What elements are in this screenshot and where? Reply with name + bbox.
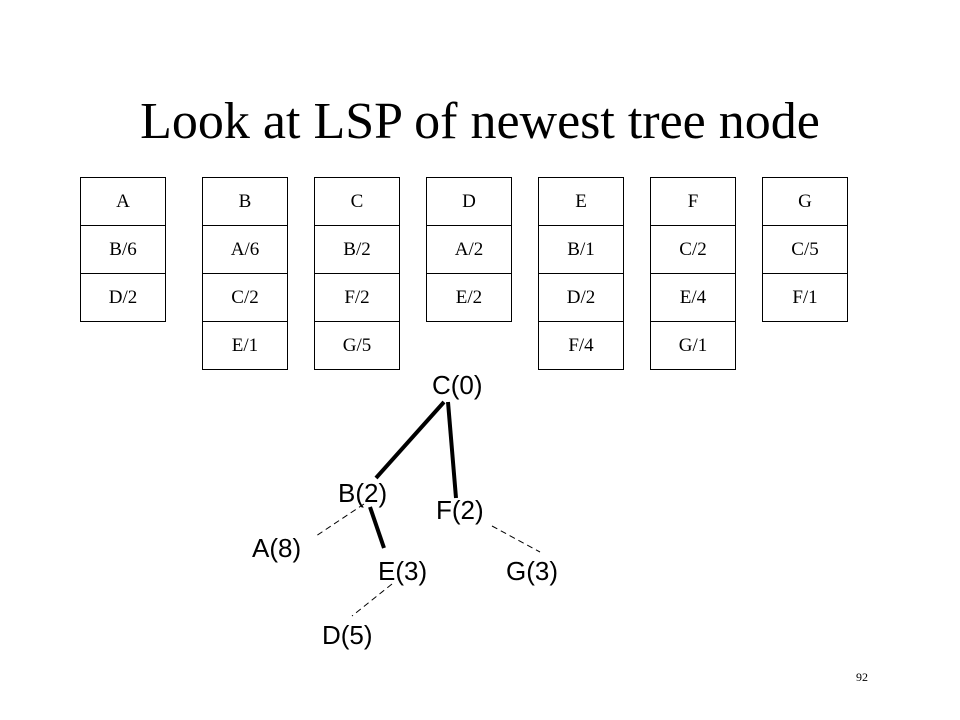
lsp-router-name: D bbox=[427, 178, 511, 226]
lsp-entry: G/5 bbox=[342, 335, 372, 356]
lsp-entry: A/6 bbox=[203, 226, 287, 274]
lsp-entry: E/1 bbox=[231, 335, 259, 356]
tree-node-d: D(5) bbox=[322, 620, 373, 650]
lsp-entry: E/2 bbox=[455, 287, 483, 308]
lsp-entry: G/1 bbox=[678, 335, 708, 356]
tree-node-e: E(3) bbox=[378, 556, 428, 586]
lsp-router-name: C bbox=[315, 178, 399, 226]
lsp-entry: B/6 bbox=[81, 226, 165, 274]
lsp-entry: F/4 bbox=[568, 335, 594, 356]
tree-node-f: F(2) bbox=[436, 495, 484, 525]
tree-edge-c-f bbox=[446, 401, 458, 499]
lsp-entry: F/1 bbox=[792, 287, 818, 308]
tree-node-g: G(3) bbox=[506, 556, 558, 586]
lsp-entry: B/2 bbox=[315, 226, 399, 274]
slide-title: Look at LSP of newest tree node bbox=[140, 93, 820, 150]
tree-node-b: B(2) bbox=[338, 478, 388, 508]
lsp-entry: D/2 bbox=[108, 287, 138, 308]
lsp-router-name: E bbox=[539, 178, 623, 226]
tree-edge-c-b bbox=[374, 400, 446, 480]
lsp-entry: D/2 bbox=[539, 274, 623, 322]
tree-edge-b-e bbox=[368, 506, 386, 549]
tree-edge-e-d bbox=[351, 583, 393, 617]
tree-node-c: C(0) bbox=[432, 370, 483, 400]
lsp-router-name: G bbox=[763, 178, 847, 226]
tree-edge-f-g bbox=[491, 525, 541, 553]
page-number: 92 bbox=[856, 670, 868, 684]
tree-node-a: A(8) bbox=[252, 533, 302, 563]
tree-edge-b-a bbox=[315, 503, 365, 537]
lsp-entry: E/4 bbox=[651, 274, 735, 322]
lsp-entry: A/2 bbox=[427, 226, 511, 274]
lsp-entry: C/2 bbox=[651, 226, 735, 274]
lsp-entry: F/2 bbox=[315, 274, 399, 322]
lsp-entry: B/1 bbox=[539, 226, 623, 274]
lsp-router-name: F bbox=[651, 178, 735, 226]
lsp-entry: C/5 bbox=[763, 226, 847, 274]
lsp-entry: C/2 bbox=[203, 274, 287, 322]
lsp-router-name: A bbox=[81, 178, 165, 226]
lsp-router-name: B bbox=[203, 178, 287, 226]
